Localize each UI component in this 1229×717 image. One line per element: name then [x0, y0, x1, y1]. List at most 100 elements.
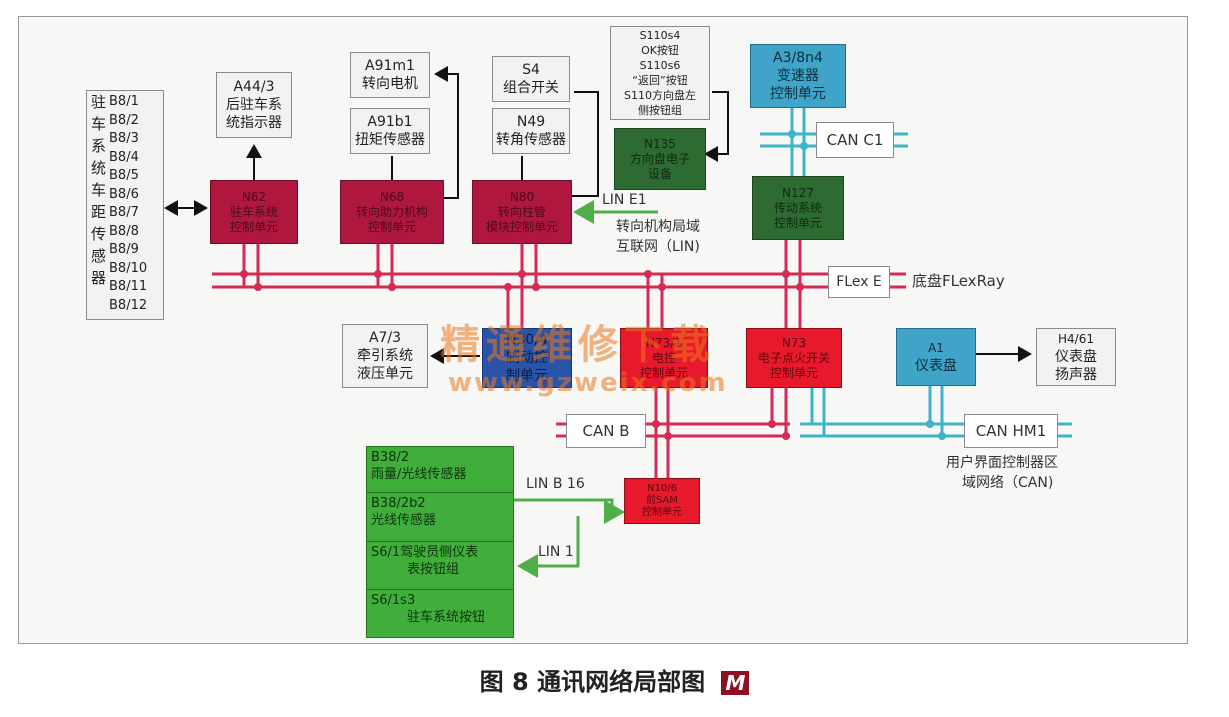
component-label: 牵引系统	[357, 348, 413, 364]
component-label: 控制单元	[770, 86, 826, 102]
a44-parking-indicator: A44/3 后驻车系 统指示器	[216, 72, 292, 138]
lin-links	[512, 200, 658, 578]
a7-traction-hydraulic-unit: A7/3 牵引系统 液压单元	[342, 324, 428, 388]
component-code: S110s4	[639, 29, 681, 42]
sensor-code: B8/9	[109, 242, 139, 257]
lin-b16-label: LIN B 16	[526, 476, 585, 492]
component-code: A7/3	[368, 330, 402, 346]
flex-e-label: FLex E	[828, 266, 890, 298]
n10-front-sam-control-unit: N10/6 前SAM 控制单元	[624, 478, 700, 524]
magazine-logo: M	[721, 671, 750, 695]
caption-text: 图 8 通讯网络局部图	[479, 668, 706, 696]
sensor-code: B8/5	[109, 168, 139, 183]
n135-steering-wheel-electronics: N135 方向盘电子 设备	[614, 128, 706, 190]
component-label: 模块控制单元	[485, 219, 558, 234]
sensor-code: B8/4	[109, 149, 139, 165]
n30-brake-control-unit: N30/4 制动控 制单元	[482, 328, 572, 388]
component-label: 传动系统	[773, 200, 822, 215]
can-b-bus	[556, 388, 790, 478]
h4-cluster-speaker: H4/61 仪表盘 扬声器	[1036, 328, 1116, 386]
component-code: N62	[241, 189, 267, 204]
component-code: B38/2	[371, 450, 410, 465]
component-code: S6/1s3	[371, 592, 416, 608]
a3-transmission-control: A3/8n4 变速器 控制单元	[750, 44, 846, 108]
sensor-codes: B8/1 B8/2 B8/3 B8/4 B8/5 B8/6 B8/7 B8/8 …	[109, 93, 147, 315]
sensor-title-char: 车	[91, 115, 107, 133]
n73-ignition-switch-control-unit: N73 电子点火开关 控制单元	[746, 328, 842, 388]
sensor-title-char: 距	[91, 203, 107, 221]
s4-combination-switch: S4 组合开关	[492, 56, 570, 102]
can-hm1-label: CAN HM1	[964, 414, 1058, 448]
b38-2-rain-light-sensor: B38/2 雨量/光线传感器	[367, 447, 513, 493]
component-code: N127	[782, 185, 814, 200]
component-label: OK按钮	[641, 44, 679, 57]
component-label: S110方向盘左	[624, 89, 696, 102]
component-label: 扬声器	[1055, 367, 1097, 383]
component-label: 电控	[651, 350, 676, 365]
n127-powertrain-control-unit: N127 传动系统 控制单元	[752, 176, 844, 240]
component-label: 控制单元	[367, 219, 416, 234]
component-label: 电子点火开关	[757, 350, 830, 365]
component-label: 仪表盘	[1055, 349, 1097, 365]
component-label: 控制单元	[229, 219, 278, 234]
a1-instrument-cluster: A1 仪表盘	[896, 328, 976, 386]
sensor-title-char: 系	[91, 137, 107, 155]
watermark-text: 精通维修下载	[440, 322, 716, 368]
component-label: 制动控	[506, 350, 548, 366]
component-code: N135	[644, 136, 676, 151]
sensor-code: B8/7	[109, 205, 139, 220]
component-label: 液压单元	[357, 366, 413, 382]
hm1-description-line1: 用户界面控制器区	[946, 455, 1058, 471]
watermark-url: www.gzweix.com	[448, 368, 728, 398]
lin-description-line2: 互联网（LIN)	[616, 239, 700, 255]
component-label: 转向助力机构	[355, 204, 428, 219]
figure-caption: 图 8 通讯网络局部图 M	[0, 662, 1229, 697]
component-code: A91m1	[365, 58, 415, 74]
component-code: A91b1	[367, 114, 413, 130]
component-label: 制单元	[506, 368, 548, 384]
a91b1-torque-sensor: A91b1 扭矩传感器	[350, 108, 430, 154]
lin-1-label: LIN 1	[538, 544, 574, 560]
component-label: 驻车系统	[229, 204, 278, 219]
component-label: “返回”按钮	[632, 74, 688, 87]
s110-steering-buttons: S110s4 OK按钮 S110s6 “返回”按钮 S110方向盘左 侧按钮组	[610, 26, 710, 120]
sensor-title-char: 驻	[91, 93, 107, 111]
component-code: A3/8n4	[773, 50, 823, 66]
n62-parking-control-unit: N62 驻车系统 控制单元	[210, 180, 298, 244]
component-code: N73	[781, 335, 807, 350]
component-label: 雨量/光线传感器	[371, 467, 467, 482]
component-label: 控制单元	[773, 215, 822, 230]
component-label: 后驻车系	[226, 97, 282, 113]
component-label: 转向电机	[362, 76, 418, 92]
component-label: 方向盘电子	[629, 151, 690, 166]
sensor-title-char: 器	[91, 269, 107, 287]
component-label: 转向柱管	[497, 204, 546, 219]
signal-arrows	[164, 66, 1032, 364]
hm1-description-line2: 域网络（CAN)	[962, 475, 1054, 491]
sensor-code: B8/12	[109, 297, 148, 313]
sensor-code: B8/11	[109, 279, 148, 294]
component-label: 前SAM	[645, 495, 678, 506]
s6-1-driver-cluster-buttons: S6/1驾驶员侧仪表 表按钮组	[367, 542, 513, 590]
a91m1-steering-motor: A91m1 转向电机	[350, 52, 430, 98]
sensor-code: B8/6	[109, 186, 139, 202]
component-label: 控制单元	[639, 365, 688, 380]
lin-e1-label: LIN E1	[602, 192, 647, 208]
n68-power-steering-control-unit: N68 转向助力机构 控制单元	[340, 180, 444, 244]
component-code: N68	[379, 189, 405, 204]
n49-steering-angle-sensor: N49 转角传感器	[492, 108, 570, 154]
component-code: N30/4	[506, 332, 548, 348]
component-code: N49	[516, 114, 546, 130]
sensor-title-char: 统	[91, 159, 107, 177]
component-label: 驻车系统按钮	[407, 609, 486, 625]
component-code: S6/1驾驶员侧仪表	[371, 545, 479, 561]
component-code: N80	[509, 189, 535, 204]
n80-steering-column-module: N80 转向柱管 模块控制单元	[472, 180, 572, 244]
parking-distance-sensors: 驻 车 系 统 车 距 传 感 器 B8/1 B8/2 B8/3 B8/4 B8…	[86, 90, 164, 320]
n73-1-control-unit: N73/1 电控 控制单元	[620, 328, 708, 388]
component-label: 组合开关	[503, 80, 559, 96]
sensor-code: B8/10	[109, 260, 148, 276]
component-label: 表按钮组	[407, 562, 460, 578]
sensor-title-char: 传	[91, 225, 107, 243]
